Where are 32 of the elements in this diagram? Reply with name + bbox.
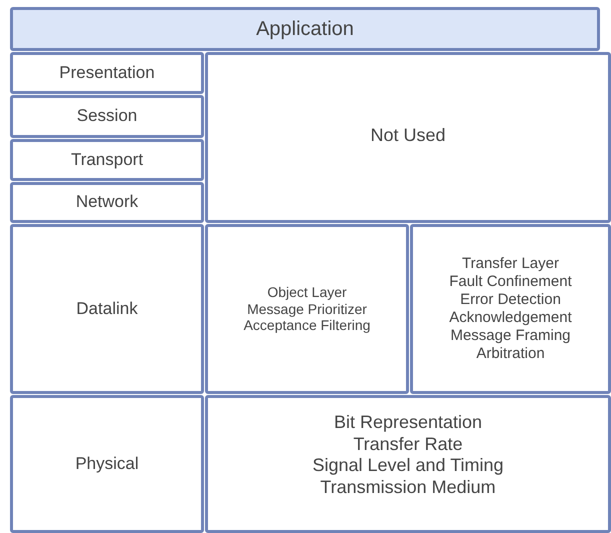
function-label: Transmission Medium (320, 476, 496, 498)
layer-label: Physical (75, 454, 139, 474)
layer-box (410, 224, 611, 394)
layer-label: Session (76, 106, 138, 127)
function-label: Bit Representation (334, 412, 482, 434)
function-label: Arbitration (476, 345, 545, 363)
layer-box (205, 52, 611, 223)
function-label: Error Detection (460, 291, 561, 309)
function-label: Object Layer (267, 284, 347, 301)
layer-box (10, 182, 204, 223)
layer-box (10, 7, 600, 51)
layer-box (10, 139, 204, 181)
layer-label: Presentation (59, 62, 155, 84)
layer-label: Network (76, 192, 138, 213)
layer-box (10, 395, 204, 533)
layer-box (205, 224, 409, 394)
function-label: Transfer Rate (353, 434, 463, 456)
function-label: Signal Level and Timing (312, 455, 504, 477)
layer-label: Transport (70, 150, 144, 170)
layer-box (10, 95, 204, 138)
layer-label: Datalink (76, 298, 138, 320)
layer-box (10, 52, 204, 94)
layer-box (205, 395, 611, 533)
function-label: Transfer Layer (462, 255, 559, 273)
function-label: Fault Confinement (449, 273, 572, 291)
function-label: Message Framing (450, 327, 571, 345)
function-label: Message Prioritizer (247, 300, 367, 318)
layer-label: Not Used (370, 125, 446, 147)
layer-box (10, 224, 204, 394)
function-label: Acknowledgement (449, 309, 572, 327)
function-label: Acceptance Filtering (244, 317, 370, 334)
layer-label: Application (256, 17, 354, 41)
